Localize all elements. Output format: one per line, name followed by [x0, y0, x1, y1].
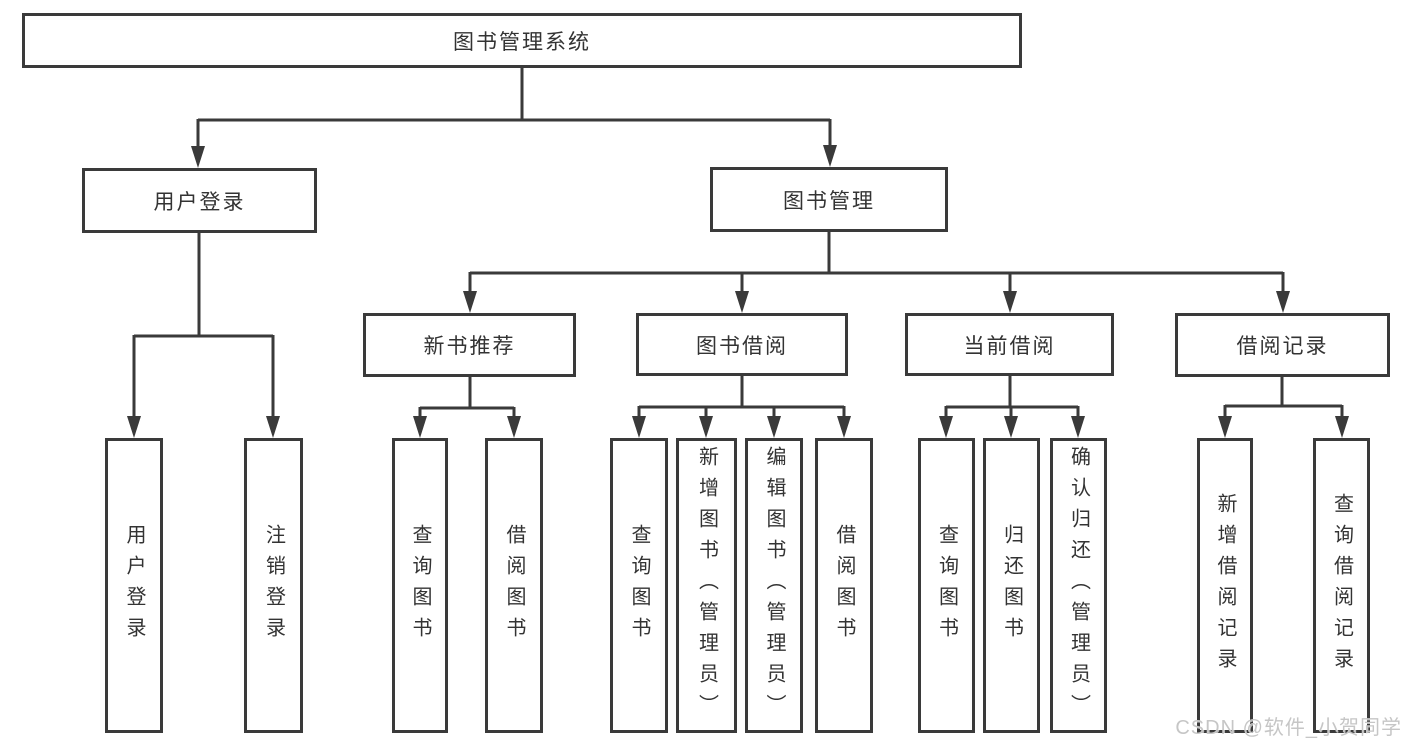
leaf-logout: 注销登录	[244, 438, 303, 733]
leaf-query-books-current: 查询图书	[918, 438, 975, 733]
leaf-confirm-return-admin-label: 确认归还（管理员）	[1067, 446, 1090, 725]
leaf-confirm-return-admin: 确认归还（管理员）	[1050, 438, 1107, 733]
node-borrow-records: 借阅记录	[1175, 313, 1390, 377]
leaf-borrow-books-recommend: 借阅图书	[485, 438, 543, 733]
leaf-borrow-books: 借阅图书	[815, 438, 873, 733]
leaf-add-borrow-record: 新增借阅记录	[1197, 438, 1253, 733]
leaf-query-borrow-record-label: 查询借阅记录	[1330, 492, 1353, 679]
node-library-system-label: 图书管理系统	[453, 30, 591, 54]
leaf-logout-label: 注销登录	[262, 523, 285, 648]
node-library-system: 图书管理系统	[22, 13, 1022, 68]
leaf-borrow-books-label: 借阅图书	[833, 523, 855, 648]
leaf-user-login: 用户登录	[105, 438, 163, 733]
node-new-book-recommend-label: 新书推荐	[423, 335, 516, 358]
leaf-user-login-label: 用户登录	[123, 523, 145, 648]
node-book-management: 图书管理	[710, 167, 948, 232]
watermark: CSDN @软件_小贺同学	[1175, 717, 1402, 739]
node-book-borrowing-label: 图书借阅	[696, 334, 788, 358]
node-new-book-recommend: 新书推荐	[363, 313, 576, 377]
node-current-borrowing-label: 当前借阅	[963, 334, 1056, 358]
leaf-add-book-admin-label: 新增图书（管理员）	[695, 446, 718, 725]
leaf-query-borrow-record: 查询借阅记录	[1313, 438, 1370, 733]
leaf-borrow-books-recommend-label: 借阅图书	[503, 523, 525, 648]
node-user-login-label: 用户登录	[153, 190, 246, 214]
leaf-query-books-borrow-label: 查询图书	[628, 523, 650, 648]
node-current-borrowing: 当前借阅	[905, 313, 1114, 376]
leaf-query-books-borrow: 查询图书	[610, 438, 668, 733]
node-book-borrowing: 图书借阅	[636, 313, 848, 376]
node-book-management-label: 图书管理	[783, 189, 875, 213]
leaf-edit-book-admin-label: 编辑图书（管理员）	[763, 446, 785, 725]
leaf-return-book-label: 归还图书	[1000, 523, 1023, 648]
leaf-return-book: 归还图书	[983, 438, 1040, 733]
leaf-edit-book-admin: 编辑图书（管理员）	[745, 438, 803, 733]
node-borrow-records-label: 借阅记录	[1236, 335, 1329, 358]
node-user-login: 用户登录	[82, 168, 317, 233]
leaf-query-books-recommend: 查询图书	[392, 438, 448, 733]
leaf-query-books-recommend-label: 查询图书	[409, 523, 431, 648]
leaf-query-books-current-label: 查询图书	[935, 523, 958, 648]
leaf-add-book-admin: 新增图书（管理员）	[676, 438, 737, 733]
leaf-add-borrow-record-label: 新增借阅记录	[1214, 492, 1236, 679]
